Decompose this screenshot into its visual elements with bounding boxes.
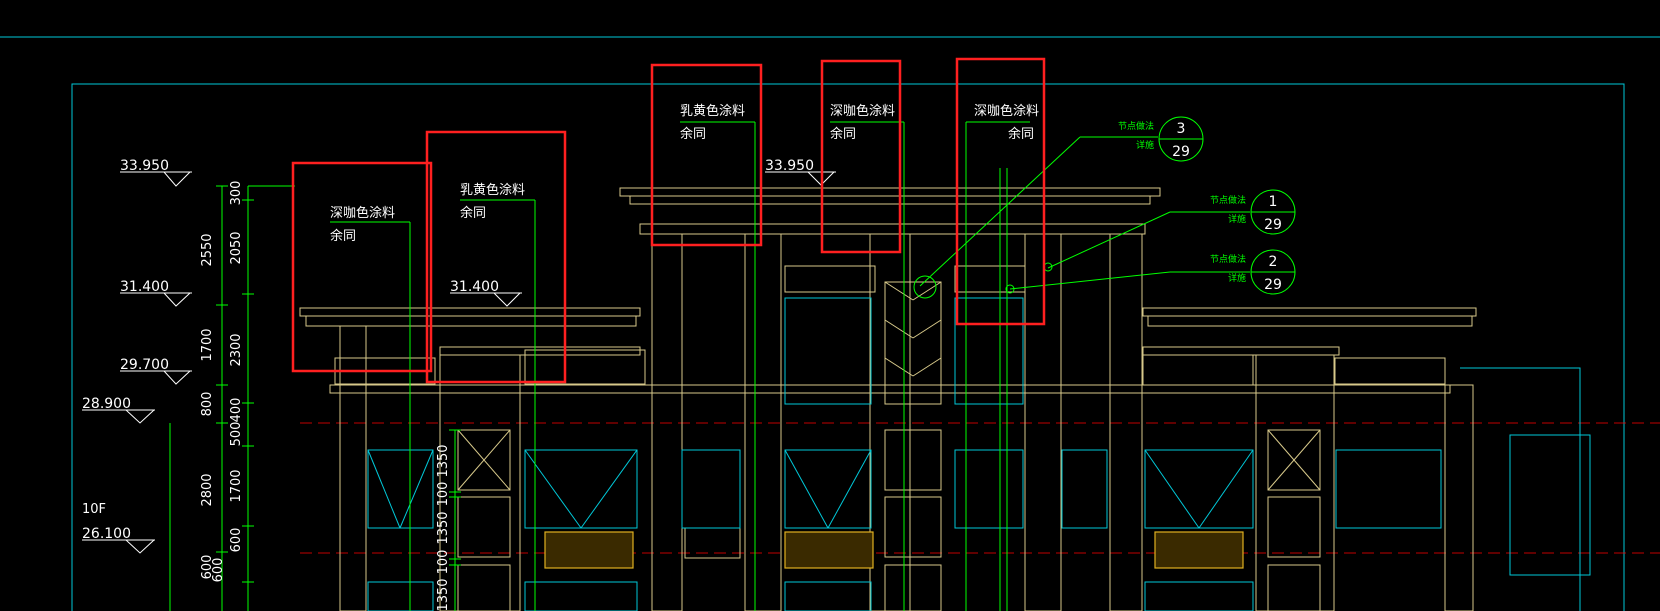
- material-note: 深咖色涂料 余同: [974, 103, 1039, 142]
- svg-text:详施: 详施: [1136, 139, 1154, 151]
- svg-text:2: 2: [1269, 254, 1278, 270]
- svg-text:29: 29: [1264, 217, 1282, 233]
- dimension-label: 600: [200, 555, 215, 580]
- svg-text:节点做法: 节点做法: [1118, 120, 1154, 132]
- svg-text:详施: 详施: [1228, 272, 1246, 284]
- dimension-label: 1350: [436, 578, 451, 611]
- level-label: 28.900: [82, 396, 131, 412]
- svg-text:余同: 余同: [330, 228, 356, 244]
- highlight-box: [955, 57, 1046, 326]
- level-label: 33.950: [120, 158, 169, 174]
- detail-callout: 节点做法 详施 3 29: [1118, 116, 1204, 162]
- svg-text:余同: 余同: [460, 205, 486, 221]
- svg-text:29: 29: [1264, 277, 1282, 293]
- floor-label: 10F: [82, 502, 106, 517]
- annotation-lines: [169, 121, 1250, 611]
- level-label: 31.400: [120, 279, 169, 295]
- svg-text:详施: 详施: [1228, 213, 1246, 225]
- svg-text:1: 1: [1269, 194, 1278, 210]
- highlight-box: [650, 63, 763, 247]
- level-label: 29.700: [120, 357, 169, 373]
- dimension-label: 500: [229, 422, 244, 447]
- dimension-label: 600: [211, 558, 226, 583]
- dimension-label: 1350: [436, 444, 451, 477]
- dimension-label: 600: [229, 528, 244, 553]
- detail-callout: 节点做法 详施 2 29: [1210, 249, 1296, 295]
- svg-text:深咖色涂料: 深咖色涂料: [830, 103, 895, 119]
- material-note: 乳黄色涂料 余同: [460, 182, 525, 221]
- dimension-ticks: [216, 185, 461, 583]
- dimension-label: 400: [229, 398, 244, 423]
- svg-text:余同: 余同: [830, 126, 856, 142]
- level-label: 33.950: [765, 158, 814, 174]
- dimension-label: 2300: [229, 333, 244, 366]
- drawing-border: [71, 83, 1625, 611]
- detail-callout: 节点做法 详施 1 29: [1210, 189, 1296, 235]
- dimension-label: 1700: [200, 328, 215, 361]
- dimension-label: 2050: [229, 231, 244, 264]
- svg-text:深咖色涂料: 深咖色涂料: [974, 103, 1039, 119]
- svg-text:余同: 余同: [680, 126, 706, 142]
- highlight-box: [291, 161, 433, 373]
- svg-text:节点做法: 节点做法: [1210, 194, 1246, 206]
- dimension-label: 300: [229, 181, 244, 206]
- svg-text:余同: 余同: [1008, 126, 1034, 142]
- dimension-label: 2800: [200, 473, 215, 506]
- svg-text:节点做法: 节点做法: [1210, 253, 1246, 265]
- svg-text:深咖色涂料: 深咖色涂料: [330, 205, 395, 221]
- level-markers: [82, 171, 836, 554]
- material-note: 深咖色涂料 余同: [330, 205, 395, 244]
- highlight-box: [425, 130, 567, 384]
- dimension-label: 2550: [200, 233, 215, 266]
- dimension-label: 1700: [229, 469, 244, 502]
- dimension-label: 800: [200, 392, 215, 417]
- level-label: 31.400: [450, 279, 499, 295]
- svg-text:乳黄色涂料: 乳黄色涂料: [460, 182, 525, 198]
- window-glazing: [367, 297, 1591, 611]
- material-note: 乳黄色涂料 余同: [680, 103, 745, 142]
- level-label: 26.100: [82, 526, 131, 542]
- svg-text:乳黄色涂料: 乳黄色涂料: [680, 103, 745, 119]
- svg-text:29: 29: [1172, 144, 1190, 160]
- svg-text:3: 3: [1177, 121, 1186, 137]
- dimension-label: 100: [436, 550, 451, 575]
- highlight-box: [820, 59, 902, 254]
- building-outline: [299, 187, 1477, 611]
- material-note: 深咖色涂料 余同: [830, 103, 895, 142]
- dimension-label: 100: [436, 482, 451, 507]
- dimension-label: 1350: [436, 511, 451, 544]
